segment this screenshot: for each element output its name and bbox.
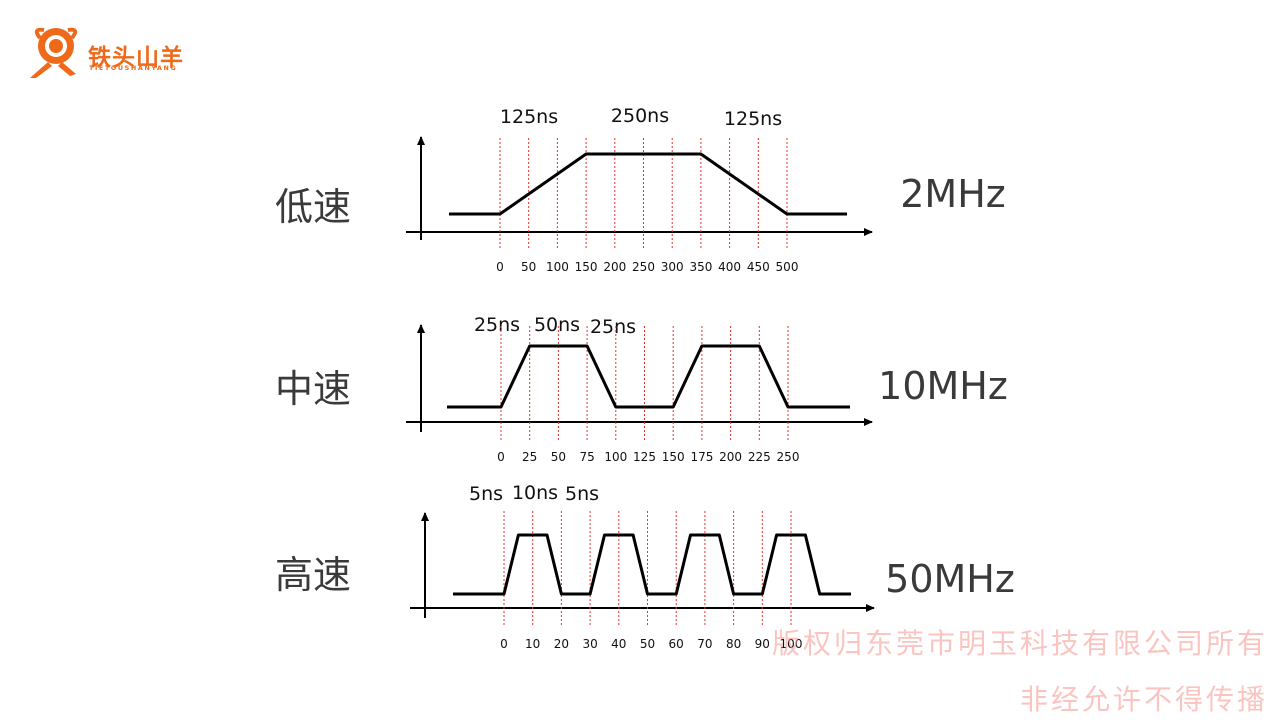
watermark-line: 版权归东莞市明玉科技有限公司所有 — [771, 627, 1268, 660]
tick-label: 150 — [662, 450, 685, 464]
tick-label: 175 — [690, 450, 713, 464]
duration-label: 125ns — [500, 106, 558, 128]
tick-label: 350 — [689, 260, 712, 274]
tick-label: 90 — [755, 637, 770, 651]
tick-label: 100 — [546, 260, 569, 274]
frequency-label: 50MHz — [885, 557, 1015, 601]
tick-label: 250 — [632, 260, 655, 274]
tick-label: 80 — [726, 637, 741, 651]
tick-label: 40 — [611, 637, 626, 651]
speed-label: 高速 — [275, 553, 351, 597]
brand-name: 铁头山羊 — [88, 45, 184, 71]
tick-label: 60 — [669, 637, 684, 651]
tick-label: 400 — [718, 260, 741, 274]
tick-label: 100 — [780, 637, 803, 651]
watermark-line: 非经允许不得传播 — [1019, 683, 1268, 716]
tick-label: 250 — [777, 450, 800, 464]
tick-label: 0 — [497, 450, 505, 464]
tick-label: 70 — [697, 637, 712, 651]
duration-label: 10ns — [512, 482, 558, 504]
tick-label: 75 — [579, 450, 594, 464]
tick-label: 100 — [604, 450, 627, 464]
waveform-line — [447, 344, 850, 409]
duration-label: 25ns — [474, 314, 520, 336]
tick-label: 150 — [575, 260, 598, 274]
speed-label: 低速 — [275, 185, 351, 229]
duration-label: 5ns — [565, 483, 599, 505]
goat-logo-icon — [30, 27, 78, 78]
frequency-label: 10MHz — [878, 364, 1008, 408]
tick-label: 50 — [551, 450, 566, 464]
waveform-line — [453, 533, 851, 596]
duration-label: 250ns — [611, 105, 669, 127]
tick-label: 50 — [521, 260, 536, 274]
tick-label: 25 — [522, 450, 537, 464]
tick-label: 450 — [747, 260, 770, 274]
tick-label: 200 — [719, 450, 742, 464]
duration-label: 125ns — [724, 108, 782, 130]
tick-label: 225 — [748, 450, 771, 464]
panel-high-speed: 高速 50MHz 5ns 10ns 5ns 0 10 20 30 40 50 60 70 80 9… — [275, 482, 1015, 651]
tick-label: 30 — [582, 637, 597, 651]
frequency-label: 2MHz — [900, 172, 1005, 216]
tick-label: 125 — [633, 450, 656, 464]
panel-medium-speed: 中速 10MHz 25ns 50ns 25ns 0 25 50 75 100 125 150… — [275, 314, 1008, 464]
waveform-line — [449, 152, 847, 216]
tick-label: 0 — [500, 637, 508, 651]
duration-label: 5ns — [469, 483, 503, 505]
brand-subtitle: TIETOUSHANYANG — [89, 64, 178, 72]
tick-label: 50 — [640, 637, 655, 651]
speed-label: 中速 — [275, 367, 351, 411]
tick-label: 500 — [776, 260, 799, 274]
tick-label: 300 — [661, 260, 684, 274]
panel-low-speed: 低速 2MHz 125ns 250ns 125ns 0 50 100 150 200 25… — [275, 105, 1006, 274]
duration-label: 25ns — [590, 316, 636, 338]
tick-label: 20 — [554, 637, 569, 651]
tick-label: 200 — [603, 260, 626, 274]
tick-label: 10 — [525, 637, 540, 651]
tick-label: 0 — [496, 260, 504, 274]
duration-label: 50ns — [534, 314, 580, 336]
